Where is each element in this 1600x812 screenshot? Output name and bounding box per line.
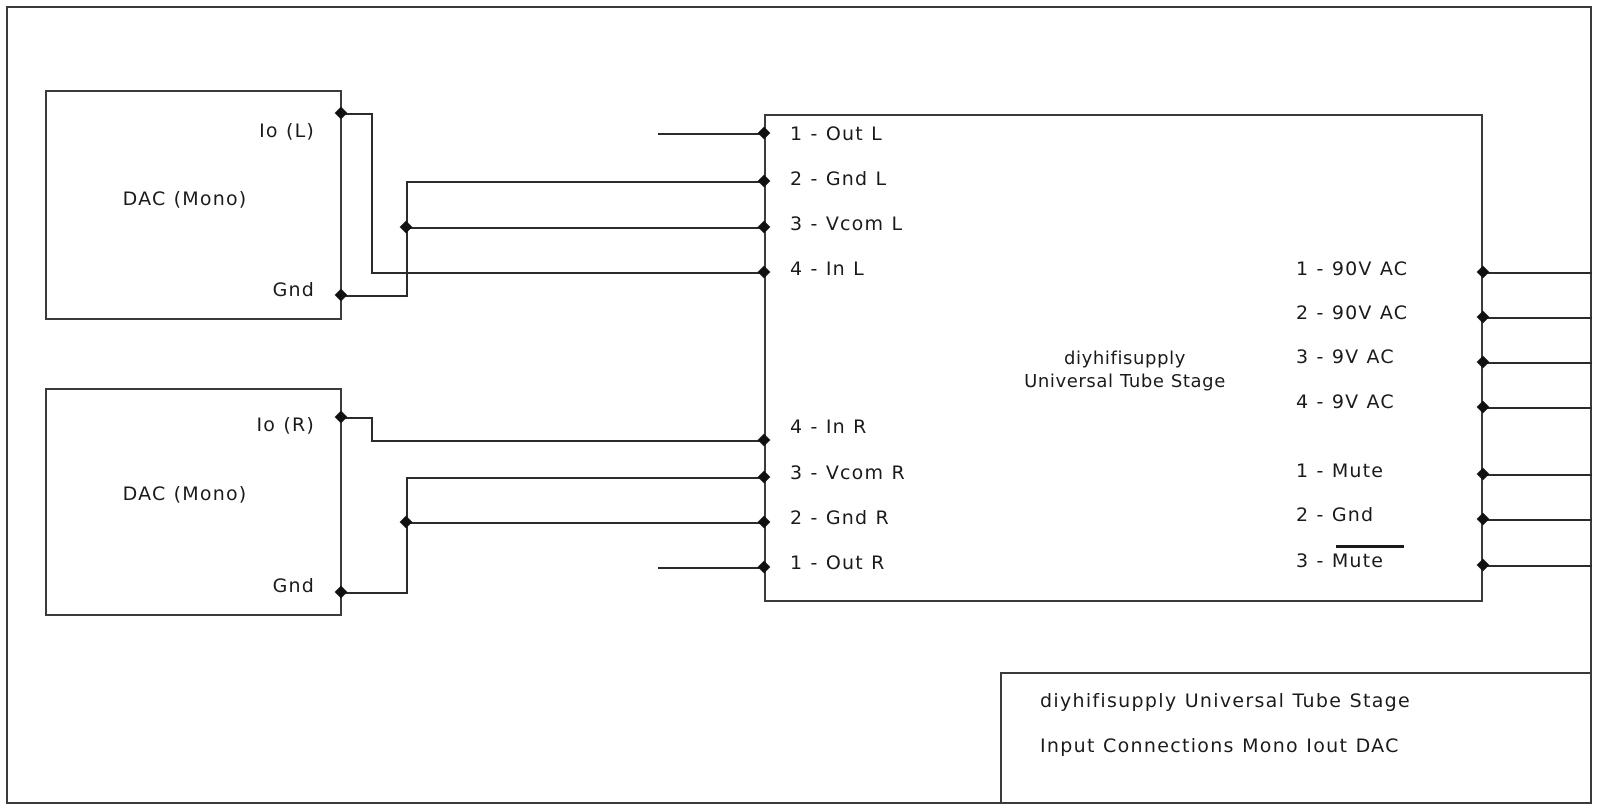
wire-io-l-a bbox=[341, 113, 373, 115]
wire-vcom-l-tap bbox=[406, 227, 766, 229]
pin-out-l-label: 1 - Out L bbox=[790, 123, 883, 145]
dac-right-gnd-label: Gnd bbox=[272, 575, 315, 597]
pin-9vac-4-label: 4 - 9V AC bbox=[1296, 391, 1395, 413]
wire-out-l-stub bbox=[658, 133, 766, 135]
dac-right-block bbox=[45, 388, 342, 616]
drawing-frame bbox=[6, 6, 1592, 804]
pin-90vac-2-label: 2 - 90V AC bbox=[1296, 302, 1409, 324]
wire-mute-1-stub bbox=[1481, 474, 1592, 476]
dac-left-block bbox=[45, 90, 342, 320]
pin-mute-1-label: 1 - Mute bbox=[1296, 460, 1385, 482]
wire-gnd-l-c bbox=[406, 181, 766, 183]
tube-stage-brand: diyhifisupply bbox=[1064, 348, 1186, 369]
wire-gnd-2-stub bbox=[1481, 519, 1592, 521]
wire-gnd-r-c bbox=[406, 477, 766, 479]
wire-9vac-4-stub bbox=[1481, 407, 1592, 409]
wire-gnd-r-b bbox=[406, 477, 408, 594]
title-block bbox=[1000, 672, 1592, 804]
wire-gnd-l-b bbox=[406, 181, 408, 297]
dac-left-gnd-label: Gnd bbox=[272, 279, 315, 301]
pin-gnd-l-label: 2 - Gnd L bbox=[790, 168, 888, 190]
pin-90vac-1-label: 1 - 90V AC bbox=[1296, 258, 1409, 280]
title-block-line-2: Input Connections Mono Iout DAC bbox=[1040, 735, 1400, 757]
pin-in-r-label: 4 - In R bbox=[790, 416, 868, 438]
dac-right-io-label: Io (R) bbox=[256, 414, 315, 436]
dac-left-name: DAC (Mono) bbox=[122, 188, 248, 210]
wire-90vac-1-stub bbox=[1481, 272, 1592, 274]
wire-90vac-2-stub bbox=[1481, 317, 1592, 319]
pin-vcom-r-label: 3 - Vcom R bbox=[790, 462, 906, 484]
wire-io-l-b bbox=[371, 113, 373, 273]
tube-stage-model: Universal Tube Stage bbox=[1024, 371, 1226, 392]
pin-vcom-l-label: 3 - Vcom L bbox=[790, 213, 904, 235]
wire-io-l-c bbox=[371, 272, 766, 274]
wire-gnd-r-a bbox=[341, 592, 408, 594]
dac-right-name: DAC (Mono) bbox=[122, 483, 248, 505]
pin-out-r-label: 1 - Out R bbox=[790, 552, 886, 574]
pin-9vac-3-label: 3 - 9V AC bbox=[1296, 346, 1395, 368]
wire-out-r-stub bbox=[658, 567, 766, 569]
pin-in-l-label: 4 - In L bbox=[790, 258, 865, 280]
wire-9vac-3-stub bbox=[1481, 362, 1592, 364]
pin-gnd-2-label: 2 - Gnd bbox=[1296, 504, 1375, 526]
title-block-line-1: diyhifisupply Universal Tube Stage bbox=[1040, 690, 1411, 712]
wire-gnd-r-tap bbox=[406, 522, 766, 524]
wire-gnd-l-a bbox=[341, 295, 408, 297]
pin-mute-inverted-3-label: 3 - Mute bbox=[1296, 550, 1385, 572]
dac-left-io-label: Io (L) bbox=[259, 120, 315, 142]
pin-gnd-r-label: 2 - Gnd R bbox=[790, 507, 890, 529]
wire-io-r-a bbox=[341, 417, 373, 419]
wire-io-r-b bbox=[371, 417, 373, 441]
mute-overline bbox=[1336, 545, 1404, 548]
wire-mute-3-stub bbox=[1481, 565, 1592, 567]
wire-io-r-c bbox=[371, 440, 766, 442]
